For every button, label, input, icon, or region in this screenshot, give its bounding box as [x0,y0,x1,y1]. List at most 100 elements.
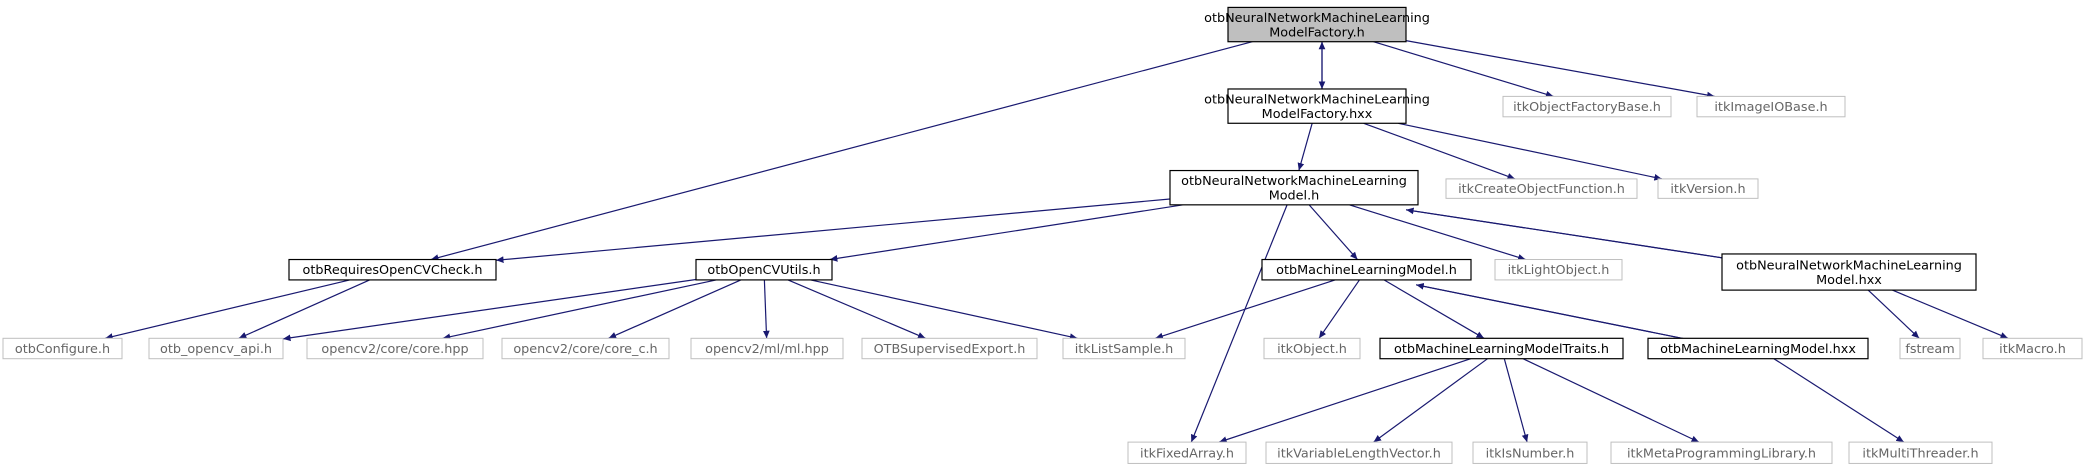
edge-ml_traits-to-meta_prog [1522,358,1700,443]
node-label: otbMachineLearningModelTraits.h [1394,342,1609,357]
edge-requires_opencv-to-opencv_api [238,279,370,339]
node-var-length-vector[interactable]: itkVariableLengthVector.h [1265,441,1453,464]
node-label: fstream [1905,342,1954,357]
edge-ml_model_h-to-itk_object [1318,279,1360,339]
node-fstream[interactable]: fstream [1899,337,1961,360]
node-label: otbMachineLearningModel.h [1276,263,1457,278]
node-root[interactable]: otbNeuralNetworkMachineLearningModelFact… [1204,6,1430,43]
node-label: otbNeuralNetworkMachineLearning [1181,174,1407,189]
node-label: ModelFactory.h [1269,25,1365,40]
node-label: opencv2/ml/ml.hpp [705,342,829,357]
node-label: itkVersion.h [1670,182,1745,197]
node-multi-threader[interactable]: itkMultiThreader.h [1848,441,1993,464]
node-image-io-base[interactable]: itkImageIOBase.h [1696,95,1846,118]
node-box [288,258,497,281]
node-label: ModelFactory.hxx [1262,107,1373,122]
node-label: otbNeuralNetworkMachineLearning [1204,11,1430,26]
edge-ml_traits-to-var_length_vector [1373,358,1488,443]
node-label: itkCreateObjectFunction.h [1458,182,1625,197]
node-otb-configure[interactable]: otbConfigure.h [2,337,123,360]
node-requires-opencv[interactable]: otbRequiresOpenCVCheck.h [288,258,497,281]
node-ml-model-hxx[interactable]: otbMachineLearningModel.hxx [1647,337,1869,360]
node-box [1062,337,1186,360]
node-light-object[interactable]: itkLightObject.h [1494,259,1623,281]
node-label: itkMultiThreader.h [1862,446,1978,461]
node-box [306,337,484,360]
node-box [1494,259,1623,281]
node-core-hpp[interactable]: opencv2/core/core.hpp [306,337,484,360]
node-label: itkImageIOBase.h [1714,100,1827,115]
node-box [148,337,284,360]
node-box [861,337,1038,360]
node-box [1848,441,1993,464]
edge-nn_model_h-to-requires_opencv [495,198,1171,263]
node-meta-prog[interactable]: itkMetaProgrammingLibrary.h [1610,441,1833,464]
node-itk-object[interactable]: itkObject.h [1263,337,1361,360]
node-opencv-api[interactable]: otb_opencv_api.h [148,337,284,360]
node-box [1657,178,1759,199]
node-ml-traits[interactable]: otbMachineLearningModelTraits.h [1379,337,1624,360]
node-label: opencv2/core/core.hpp [321,342,468,357]
node-label: itkMacro.h [1999,342,2066,357]
node-core-c[interactable]: opencv2/core/core_c.h [501,337,670,360]
edge-opencv_utils-to-opencv_api [282,278,697,342]
node-box [1899,337,1961,360]
node-ml-hpp[interactable]: opencv2/ml/ml.hpp [690,337,844,360]
edge-nn_model_h-to-fixed_array [1190,204,1288,443]
node-label: itkObject.h [1277,342,1347,357]
node-box [2,337,123,360]
node-box [1127,441,1247,464]
node-label: itkIsNumber.h [1486,446,1575,461]
node-label: otbOpenCVUtils.h [707,263,820,278]
node-box [1445,178,1638,199]
node-label: OTBSupervisedExport.h [874,342,1026,357]
node-box [1982,337,2083,360]
node-box [1169,169,1419,206]
node-itk-version[interactable]: itkVersion.h [1657,178,1759,199]
edge-opencv_utils-to-core_hpp [442,279,717,341]
edge-nn_model_h-to-opencv_utils [829,204,1184,262]
node-list-sample[interactable]: itkListSample.h [1062,337,1186,360]
node-factory-hxx[interactable]: otbNeuralNetworkMachineLearningModelFact… [1204,88,1430,124]
edge-nn_model_hxx-to-itk_macro [1892,289,2009,339]
node-label: itkFixedArray.h [1140,446,1234,461]
node-label: Model.hxx [1816,273,1882,288]
edge-opencv_utils-to-core_c [608,279,742,339]
node-box [501,337,670,360]
edge-nn_model_hxx-to-fstream [1867,289,1920,339]
node-create-object-fn[interactable]: itkCreateObjectFunction.h [1445,178,1638,199]
node-is-number[interactable]: itkIsNumber.h [1472,441,1588,464]
node-box [1261,258,1472,281]
node-label: itkVariableLengthVector.h [1277,446,1441,461]
edge-opencv_utils-to-list_sample [810,279,1078,340]
node-box [1227,6,1407,43]
node-obj-factory-base[interactable]: itkObjectFactoryBase.h [1502,95,1672,118]
edge-root-to-requires_opencv [430,41,1253,261]
node-box [1227,88,1407,124]
node-fixed-array[interactable]: itkFixedArray.h [1127,441,1247,464]
nodes-layer: otbNeuralNetworkMachineLearningModelFact… [2,6,2083,464]
node-supervised-export[interactable]: OTBSupervisedExport.h [861,337,1038,360]
node-label: itkObjectFactoryBase.h [1513,100,1661,115]
edge-factory_hxx-to-create_object_fn [1363,122,1516,180]
edge-ml_traits-to-is_number [1503,358,1529,443]
node-label: otbConfigure.h [15,342,110,357]
edge-ml_model_h-to-ml_traits [1383,279,1485,339]
node-box [690,337,844,360]
edge-ml_model_h-to-list_sample [1155,279,1336,340]
edge-nn_model_hxx-to-nn_model_h [1405,207,1730,260]
edge-root-to-obj_factory_base [1373,41,1554,98]
node-ml-model-h[interactable]: otbMachineLearningModel.h [1261,258,1472,281]
node-opencv-utils[interactable]: otbOpenCVUtils.h [695,258,833,281]
edge-ml_traits-to-fixed_array [1218,358,1471,443]
node-label: otbNeuralNetworkMachineLearning [1736,258,1962,273]
edge-ml_model_hxx-to-multi_threader [1773,358,1905,443]
edge-opencv_utils-to-ml_hpp [762,279,770,339]
edges-layer [105,40,2009,443]
node-itk-macro[interactable]: itkMacro.h [1982,337,2083,360]
node-box [1647,337,1869,360]
edge-nn_model_h-to-ml_model_h [1308,204,1358,260]
